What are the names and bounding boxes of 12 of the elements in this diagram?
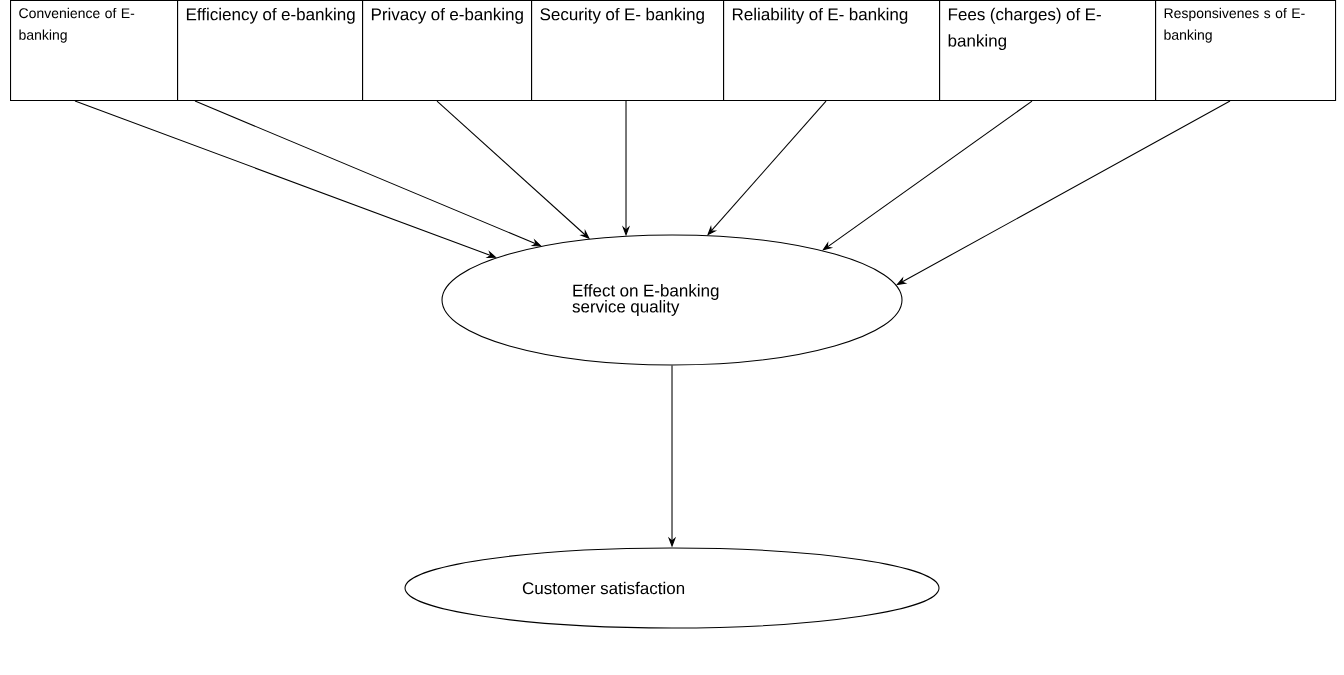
factor-box: Privacy of e-banking [362, 0, 533, 102]
factor-box: Efficiency of e-banking [177, 0, 364, 102]
factor-box: Responsivenes s of E-banking [1155, 0, 1337, 102]
arrow [194, 100, 542, 247]
arrow [74, 100, 497, 258]
factor-box: Fees (charges) of E-banking [939, 0, 1157, 102]
arrow [707, 100, 827, 236]
factor-box: Security of E- banking [531, 0, 725, 102]
arrow [896, 100, 1231, 286]
factor-box: Convenience of E-banking [10, 0, 179, 102]
factor-box: Reliability of E- banking [723, 0, 941, 102]
arrow [822, 100, 1033, 251]
